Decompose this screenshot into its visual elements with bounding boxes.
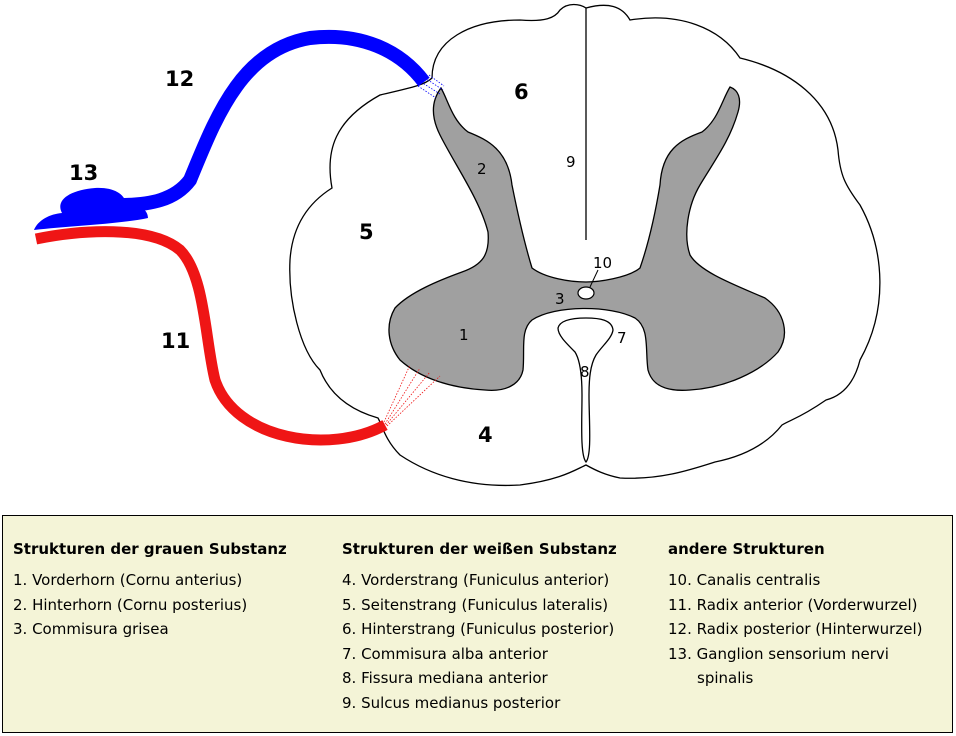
- label-8: 8: [580, 363, 590, 381]
- legend-item: 11. Radix anterior (Vorderwurzel): [668, 595, 918, 614]
- label-9: 9: [566, 153, 576, 171]
- central-canal-pointer: [589, 269, 599, 288]
- label-2: 2: [477, 160, 487, 178]
- label-6: 6: [514, 80, 529, 104]
- label-3: 3: [555, 290, 565, 308]
- legend-list-grey: 1. Vorderhorn (Cornu anterius) 2. Hinter…: [13, 568, 287, 642]
- legend-box: Strukturen der grauen Substanz 1. Vorder…: [2, 515, 953, 733]
- legend-column-grey: Strukturen der grauen Substanz 1. Vorder…: [13, 540, 287, 642]
- label-5: 5: [359, 220, 374, 244]
- legend-item: 1. Vorderhorn (Cornu anterius): [13, 571, 243, 589]
- legend-list-white: 4. Vorderstrang (Funiculus anterior) 5. …: [342, 568, 617, 715]
- legend-item: 12. Radix posterior (Hinterwurzel): [668, 620, 923, 638]
- label-11: 11: [161, 329, 190, 353]
- legend-item: 3. Commisura grisea: [13, 620, 169, 638]
- legend-column-other: andere Strukturen 10. Canalis centralis …: [668, 540, 922, 691]
- legend-item: 13. Ganglion sensorium nervi spinalis: [668, 642, 922, 691]
- legend-item: 7. Commisura alba anterior: [342, 644, 548, 663]
- legend-title-other: andere Strukturen: [668, 540, 825, 558]
- legend-item: 9. Sulcus medianus posterior: [342, 693, 561, 712]
- anterior-root: [34, 226, 388, 446]
- legend-item: 2. Hinterhorn (Cornu posterius): [13, 595, 248, 614]
- spinal-ganglion: [34, 187, 148, 230]
- label-13: 13: [69, 161, 98, 185]
- legend-item-13-line2: spinalis: [697, 669, 754, 687]
- legend-item: 6. Hinterstrang (Funiculus posterior): [342, 620, 615, 638]
- legend-item: 4. Vorderstrang (Funiculus anterior): [342, 571, 610, 589]
- label-7: 7: [617, 329, 627, 347]
- label-12: 12: [165, 67, 194, 91]
- spinal-cord-diagram: 1 2 3 4 5 6 7 8 9 10 11 12 13: [34, 3, 881, 487]
- legend-item-13-line1: 13. Ganglion sensorium nervi: [668, 644, 889, 663]
- legend-column-white: Strukturen der weißen Substanz 4. Vorder…: [342, 540, 617, 715]
- anterior-root-fibres: [383, 364, 441, 427]
- label-4: 4: [478, 423, 493, 447]
- legend-item: 10. Canalis centralis: [668, 571, 821, 589]
- label-1: 1: [459, 326, 469, 344]
- anterior-median-fissure: [557, 317, 614, 464]
- label-10: 10: [593, 254, 612, 272]
- legend-title-white: Strukturen der weißen Substanz: [342, 540, 617, 558]
- legend-item: 5. Seitenstrang (Funiculus lateralis): [342, 595, 609, 614]
- legend-list-other: 10. Canalis centralis 11. Radix anterior…: [668, 568, 922, 691]
- legend-item: 8. Fissura mediana anterior: [342, 669, 548, 687]
- legend-title-grey: Strukturen der grauen Substanz: [13, 540, 287, 558]
- central-canal: [577, 286, 595, 300]
- grey-matter: [388, 86, 786, 391]
- posterior-root-fibres: [417, 74, 445, 99]
- posterior-root: [119, 29, 430, 212]
